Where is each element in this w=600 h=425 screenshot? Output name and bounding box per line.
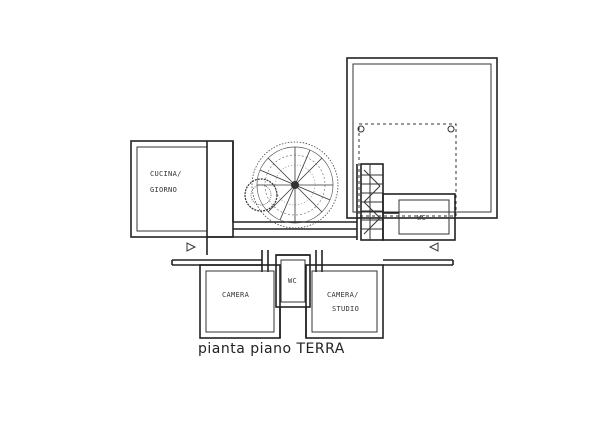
triangle-right-icon: [186, 242, 197, 252]
wc-right-label: WC: [417, 214, 426, 222]
corridor-walls: [207, 164, 358, 240]
bedroom-right-label-line2: STUDIO: [332, 305, 359, 313]
garden-block: [346, 57, 498, 219]
bedroom-right-label-line1: CAMERA/: [327, 291, 359, 299]
wc-right-block: [382, 193, 456, 241]
bedroom-left-label: CAMERA: [222, 291, 250, 299]
bedroom-right-room: [305, 264, 384, 339]
kitchen-label-line2: GIORNO: [150, 186, 177, 194]
kitchen-label-line1: CUCINA/: [150, 170, 182, 178]
lower-band-walls: [171, 250, 454, 272]
kitchen-block: [130, 140, 234, 255]
wc-center-label: WC: [288, 277, 297, 285]
bedroom-left-room: [199, 264, 281, 339]
wc-center-room: [275, 254, 311, 338]
plan-caption: pianta piano TERRA: [198, 341, 345, 357]
triangle-left-icon: [428, 242, 439, 252]
tree-icon: [244, 141, 339, 229]
staircase: [360, 163, 384, 241]
